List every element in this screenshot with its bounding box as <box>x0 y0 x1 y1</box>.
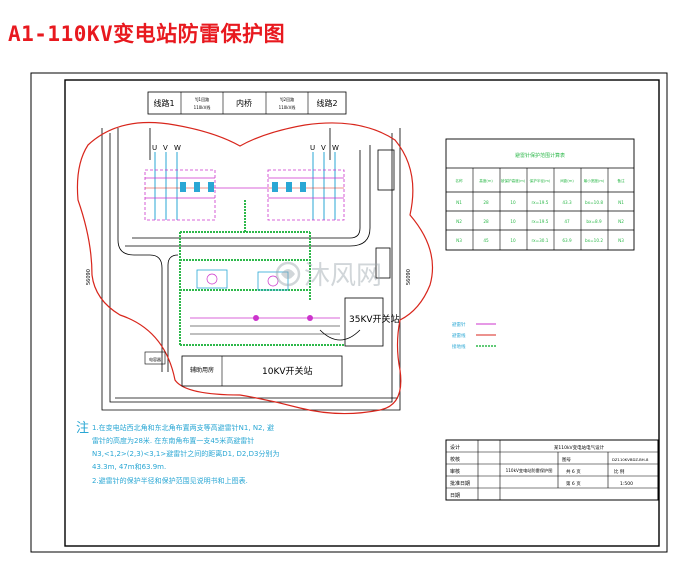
notes: 注 1.在变电站西北角和东北角布置两支等高避雷针N1, N2, 避 雷针的高度为… <box>76 421 279 485</box>
table-cell-0-4: 43.3 <box>562 200 572 205</box>
bay-right: U V W <box>215 144 345 221</box>
tb-date: 日期 <box>450 493 460 499</box>
table-cell-2-5: bx=10.2 <box>585 238 603 243</box>
table-cell-1-1: 28 <box>483 219 489 224</box>
tb-drawing-no-label: 图号 <box>562 457 571 463</box>
table-cell-1-0: N2 <box>456 219 462 224</box>
tb-page-no: 第 6 页 <box>566 480 581 487</box>
bay-left: U V W <box>144 144 216 221</box>
phase-u-right: U <box>310 144 315 152</box>
phase-u-left: U <box>152 144 157 152</box>
note-line-1: 雷针的高度为28米. 在东南角布置一支45米高避雷针 <box>92 436 254 445</box>
table-cell-2-4: 63.9 <box>562 238 572 243</box>
note-line-0: 1.在变电站西北角和东北角布置两支等高避雷针N1, N2, 避 <box>92 423 274 432</box>
title-block: 设计 校核 审核 批准日期 日期 某110kV变电站电气设计 110kV变电站防… <box>445 439 659 501</box>
outer-frame <box>30 72 668 553</box>
tb-design: 设计 <box>450 444 460 451</box>
inner-bridge-label: 内桥 <box>236 98 252 108</box>
transformers <box>190 269 340 335</box>
table-header-5: 最小宽度(m) <box>584 178 605 183</box>
table-cell-2-3: rx=30.1 <box>532 238 549 243</box>
line2-sub-a: YJ2回路 <box>279 96 294 102</box>
line1-label: 线路1 <box>153 98 174 108</box>
phase-w-right: W <box>332 144 339 152</box>
protection-table: 避雷针保护范围计算表 名称 高度(m) 被保护高度(m) 保护半径(m) 间距(… <box>445 138 635 251</box>
legend-item-1: 避雷线 <box>452 332 466 339</box>
site-layout <box>101 128 401 411</box>
table-cell-2-1: 45 <box>483 238 489 243</box>
table-cell-2-0: N3 <box>456 238 462 243</box>
tb-check: 校核 <box>450 456 460 463</box>
table-cell-0-6: N1 <box>618 200 624 205</box>
legend-item-0: 避雷针 <box>452 321 466 328</box>
table-cell-1-4: 47 <box>564 219 570 224</box>
dimension-right: 56090 <box>406 269 412 285</box>
table-cell-2-6: N3 <box>618 238 624 243</box>
line2-sub-b: 110kV线 <box>279 104 296 110</box>
building-row: 辅助用房 10KV开关站 电容器 <box>144 351 343 387</box>
kv35-switchyard: 35KV开关站 <box>344 297 400 347</box>
notes-marker: 注 <box>76 421 89 436</box>
tb-total-pages: 共 6 页 <box>566 468 581 475</box>
watermark-text: 沐风网 <box>304 261 382 291</box>
phase-v-right: V <box>321 144 326 152</box>
line1-sub-a: YJ1回路 <box>194 96 209 102</box>
table-header-3: 保护半径(m) <box>530 178 551 183</box>
line2-label: 线路2 <box>316 98 337 108</box>
table-cell-0-0: N1 <box>456 200 462 205</box>
table-title: 避雷针保护范围计算表 <box>515 152 565 159</box>
kv35-label: 35KV开关站 <box>349 313 400 325</box>
kv10-label: 10KV开关站 <box>262 365 313 377</box>
table-cell-1-2: 10 <box>510 219 516 224</box>
tb-drawing-name: 110kV变电站防雷保护图 <box>506 467 553 474</box>
phase-v-left: V <box>163 144 168 152</box>
phase-w-left: W <box>174 144 181 152</box>
table-cell-0-5: bx=10.8 <box>585 200 603 205</box>
note-line-2: N3,<1,2>(2,3)<3,1>避雷针之间的距离D1, D2,D3分别为 <box>92 449 279 458</box>
table-header-6: 备注 <box>617 178 625 183</box>
protection-range-outline <box>76 122 434 415</box>
tb-drawing-no: DZ110KVBDZ-BH-8 <box>612 457 649 462</box>
line1-sub-b: 110kV线 <box>194 104 211 110</box>
table-cell-1-3: rx=19.5 <box>532 219 549 224</box>
tb-scale: 1:500 <box>620 481 633 487</box>
tb-approve: 批准日期 <box>450 480 470 487</box>
note-line-3: 43.3m, 47m和63.9m. <box>92 462 166 471</box>
capacitor-label: 电容器 <box>149 356 161 362</box>
table-cell-0-3: rx=19.5 <box>532 200 549 205</box>
table-header-2: 被保护高度(m) <box>501 178 526 183</box>
note-line-4: 2.避雷针的保护半径和保护范围见说明书和上图表. <box>92 476 248 485</box>
watermark: 沐风网 <box>275 261 382 291</box>
table-cell-0-1: 28 <box>483 200 489 205</box>
legend-item-2: 接地线 <box>452 343 466 350</box>
table-header-4: 间距(m) <box>560 178 574 183</box>
inner-frame <box>64 79 660 547</box>
table-cell-0-2: 10 <box>510 200 516 205</box>
tb-project: 某110kV变电站电气设计 <box>554 444 605 451</box>
tb-scale-label: 比 例 <box>614 468 625 475</box>
table-header-0: 名称 <box>455 178 463 183</box>
table-header-1: 高度(m) <box>479 178 493 183</box>
table-cell-2-2: 10 <box>510 238 516 243</box>
header-boxes: 线路1 YJ1回路 110kV线 内桥 YJ2回路 110kV线 线路2 <box>147 91 347 115</box>
legend: 避雷针 避雷线 接地线 <box>452 321 496 350</box>
dimension-left: 56090 <box>86 269 92 285</box>
table-cell-1-6: N2 <box>618 219 624 224</box>
tb-audit: 审核 <box>450 468 460 475</box>
page-title: A1-110KV变电站防雷保护图 <box>8 22 286 46</box>
table-cell-1-5: bx=8.9 <box>586 219 602 224</box>
aux-building-label: 辅助用房 <box>190 366 214 374</box>
